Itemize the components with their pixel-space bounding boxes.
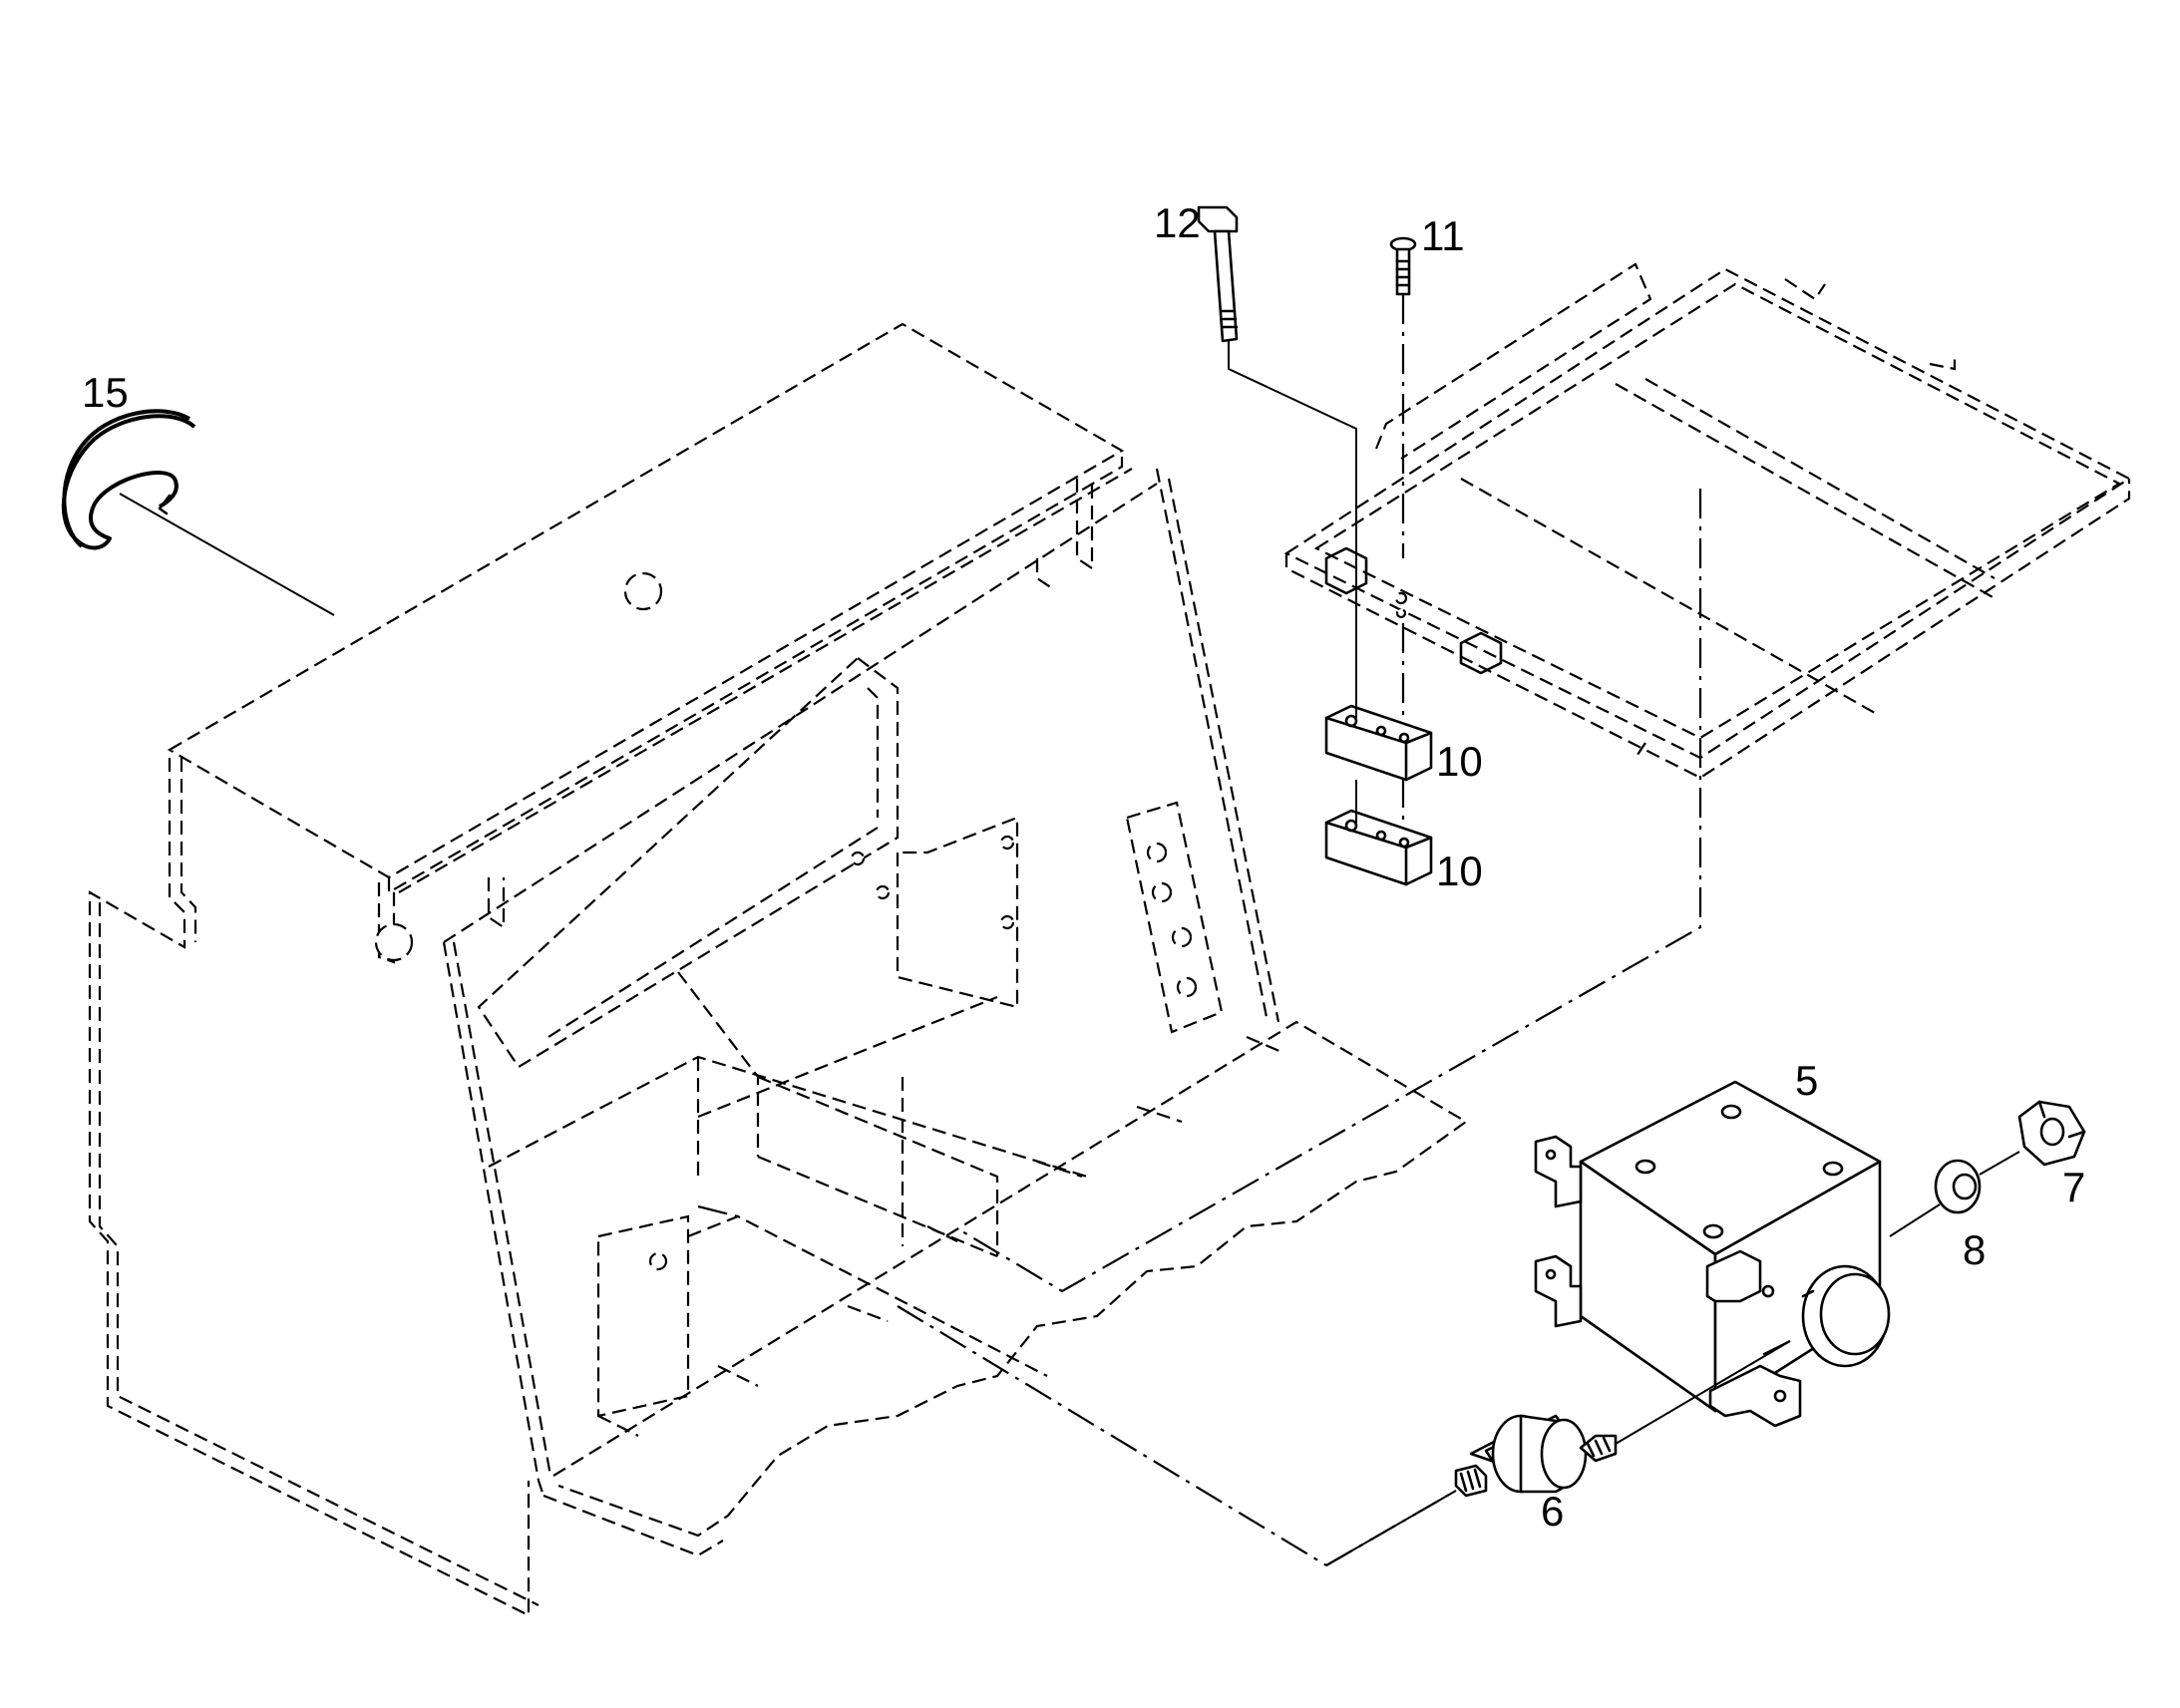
callout-7: 7 bbox=[2062, 1164, 2085, 1210]
callout-10-lower: 10 bbox=[1436, 848, 1483, 894]
callout-10-upper: 10 bbox=[1436, 738, 1483, 785]
leader-lines bbox=[697, 489, 1791, 1566]
washer-8 bbox=[1889, 1151, 2020, 1237]
screw-11 bbox=[1389, 236, 1417, 828]
callout-labels: 15 12 11 10 10 5 7 8 6 bbox=[82, 199, 2085, 1535]
spacer-block-upper bbox=[1324, 704, 1433, 782]
callout-11: 11 bbox=[1421, 212, 1465, 259]
main-housing bbox=[88, 322, 1469, 1617]
spacer-block-lower bbox=[1324, 809, 1433, 886]
battery-tray bbox=[1283, 262, 2132, 780]
callout-15: 15 bbox=[82, 369, 129, 416]
hex-nut-7 bbox=[2017, 1100, 2086, 1167]
retaining-clip-15 bbox=[61, 409, 335, 616]
callout-8: 8 bbox=[1963, 1226, 1986, 1273]
hex-bolt-12 bbox=[1197, 205, 1357, 823]
rubber-mount-6 bbox=[1325, 1340, 1791, 1566]
callout-6: 6 bbox=[1541, 1488, 1564, 1535]
callout-12: 12 bbox=[1154, 199, 1201, 246]
callout-5: 5 bbox=[1795, 1057, 1818, 1104]
box-housing-5 bbox=[1534, 1080, 1891, 1428]
